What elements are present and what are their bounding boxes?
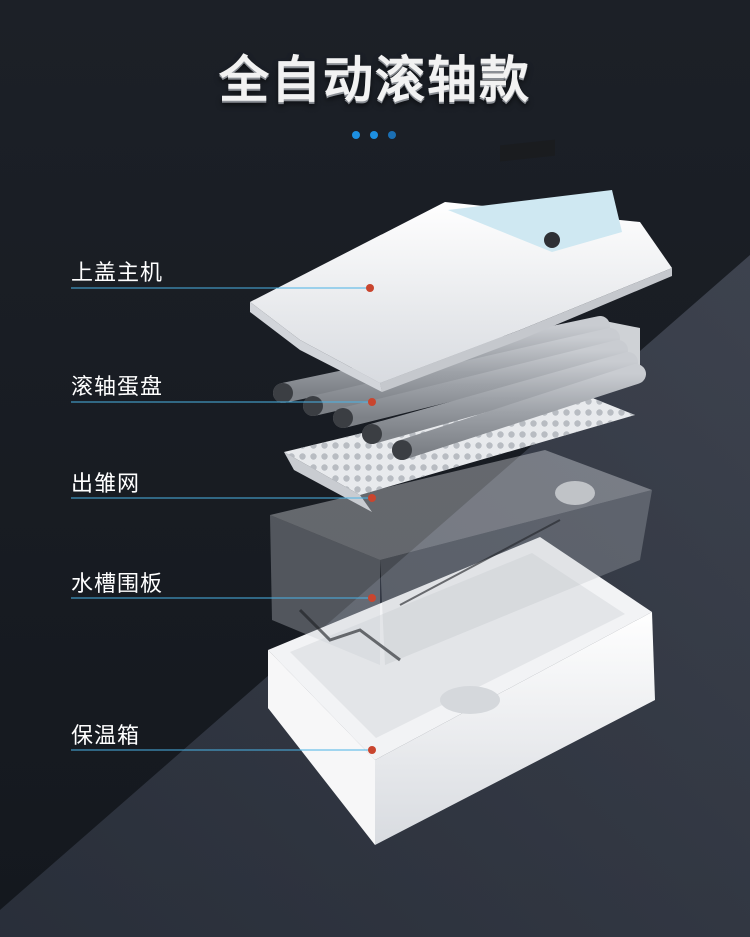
label-insulation-box: 保温箱 [71, 724, 141, 749]
page-title: 全自动滚轴款 [219, 51, 531, 109]
label-water-tank: 水槽围板 [71, 572, 164, 597]
roller-tray-part [273, 316, 646, 460]
label-top-cover: 上盖主机 [71, 261, 164, 286]
dot-2 [370, 131, 378, 139]
pagination-dots [352, 131, 396, 139]
label-hatching-net: 出雏网 [71, 472, 141, 497]
water-tank-part [270, 450, 652, 665]
dot-1 [352, 131, 360, 139]
label-roller-tray: 滚轴蛋盘 [71, 375, 164, 400]
top-cover-part [250, 139, 672, 392]
dot-3 [388, 131, 396, 139]
insulation-box-part [268, 537, 655, 845]
